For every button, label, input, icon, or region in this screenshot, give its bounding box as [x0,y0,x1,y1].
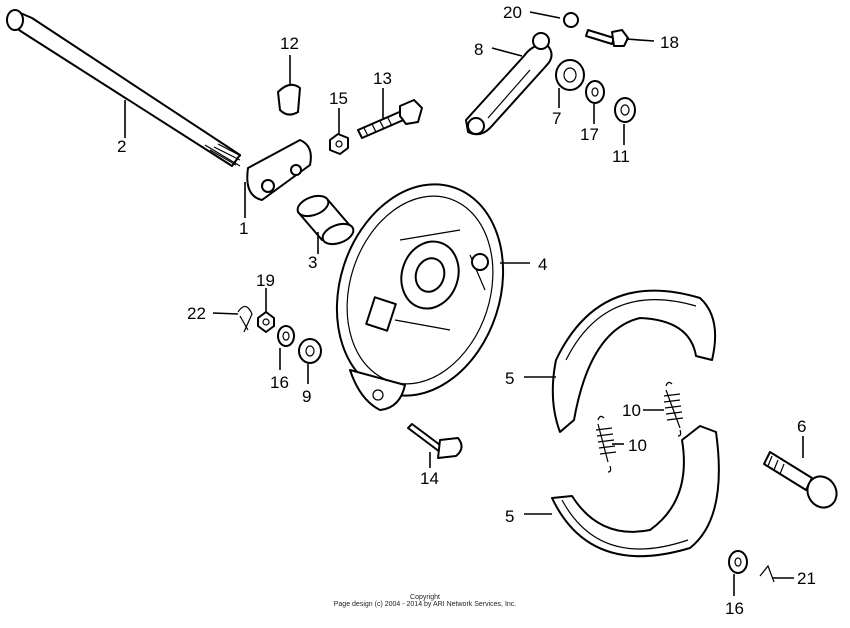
washer-left-part [277,325,295,347]
spring-lower-part [595,415,617,473]
label-11: 11 [612,147,630,166]
cotter-pin-21-part [759,564,775,583]
indicator-plate-part [555,59,585,91]
washer-9-part [298,338,322,364]
brake-arm-part [465,32,553,136]
label-22: 22 [187,304,206,323]
label-21: 21 [797,569,816,588]
label-8: 8 [474,40,483,59]
cotter-pin-part [237,305,253,333]
label-4: 4 [538,255,547,274]
part-labels: 2 1 12 15 13 3 4 20 18 8 7 17 11 22 19 1… [117,3,816,618]
label-10-lower: 10 [628,436,647,455]
label-5-upper: 5 [505,369,514,388]
label-9: 9 [302,387,311,406]
pin-shaft-part [763,451,838,509]
axle-part [6,9,242,167]
brake-shoe-lower-part [551,425,720,558]
label-5-lower: 5 [505,507,514,526]
spacer-part [296,194,355,246]
label-10-upper: 10 [622,401,641,420]
washer-bottom-part [728,550,748,574]
brake-panel-part [335,183,505,411]
brake-cam-part [407,423,463,459]
copyright-line: Copyright [410,594,440,601]
small-washer-part [563,12,579,28]
copyright-notice: Page design (c) 2004 - 2014 by ARI Netwo… [333,601,517,608]
label-13: 13 [373,69,392,88]
washer-17-part [585,80,605,104]
clip-part [277,83,301,116]
link-plate-part [246,139,312,201]
label-20: 20 [503,3,522,22]
label-2: 2 [117,137,126,156]
nut-part [329,133,349,155]
label-6: 6 [797,417,806,436]
label-16-left: 16 [270,373,289,392]
washer-11-part [614,97,636,123]
label-1: 1 [239,219,248,238]
label-15: 15 [329,89,348,108]
label-3: 3 [308,253,317,272]
label-19: 19 [256,271,275,290]
label-12: 12 [280,34,299,53]
bolt-part [357,99,423,139]
small-nut-part [257,311,275,333]
brake-shoe-upper-part [551,289,717,433]
label-7: 7 [552,109,561,128]
spring-upper-part [663,381,684,437]
arm-bolt-part [585,29,629,47]
label-16-bottom: 16 [725,599,744,618]
label-17: 17 [580,125,599,144]
label-18: 18 [660,33,679,52]
label-14: 14 [420,469,439,488]
leader-lines [124,11,804,596]
